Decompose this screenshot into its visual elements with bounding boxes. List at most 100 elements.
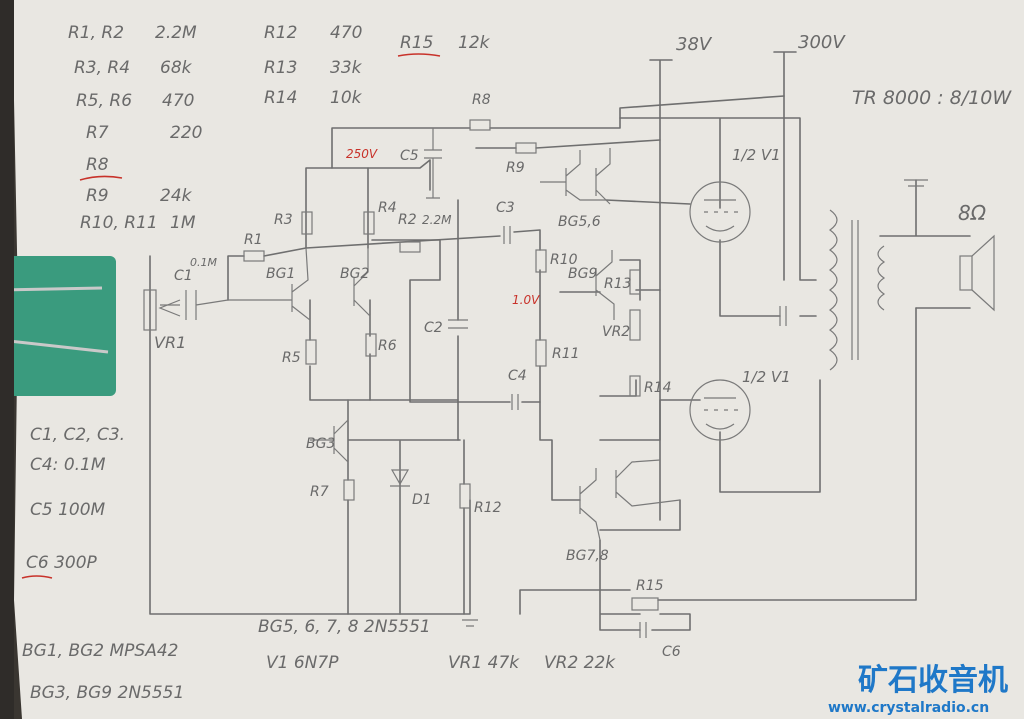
part-r3r4-name: R3, R4 <box>74 58 130 78</box>
ground-symbol-bottom <box>462 619 478 627</box>
label-r9: R9 <box>506 160 525 176</box>
rail-300v-wire <box>773 51 797 97</box>
voltage-note-1v: 1.0V <box>512 293 540 307</box>
resistor-r10 <box>535 249 547 273</box>
label-bg7-8: BG7,8 <box>566 548 609 564</box>
components <box>143 119 995 638</box>
label-v1-upper: 1/2 V1 <box>732 146 781 164</box>
part-r9-value: 24k <box>160 186 193 206</box>
tube-v1-lower <box>689 379 751 441</box>
binder-clip <box>0 0 116 719</box>
caps-value: C4: 0.1M <box>30 455 106 475</box>
label-v1-lower: 1/2 V1 <box>742 368 791 386</box>
transistor-bg1 <box>228 247 311 340</box>
resistor-r3 <box>301 211 313 235</box>
wiring <box>149 95 971 631</box>
label-c4: C4 <box>508 368 527 384</box>
part-r8-name: R8 <box>86 155 109 175</box>
c5-spec: C5 100M <box>30 500 106 520</box>
paper-sheet <box>12 0 1024 719</box>
part-r13-value: 33k <box>330 58 363 78</box>
transistor-bg2 <box>353 248 371 334</box>
part-r7-name: R7 <box>86 123 109 143</box>
label-r10: R10 <box>550 252 578 268</box>
rail-300v-label: 300V <box>798 32 846 53</box>
label-d1: D1 <box>412 492 432 508</box>
resistor-r13 <box>629 269 641 295</box>
transistor-bg7-8 <box>579 459 681 541</box>
resistor-r15 <box>631 597 659 611</box>
tube-v1-upper <box>689 181 751 243</box>
part-r13-name: R13 <box>264 58 297 78</box>
label-c6: C6 <box>662 644 681 660</box>
part-r14-value: 10k <box>330 88 363 108</box>
part-r12-value: 470 <box>330 23 362 43</box>
label-r12: R12 <box>474 500 502 516</box>
resistor-r5 <box>305 339 317 365</box>
note-bg1-2: BG1, BG2 MPSA42 <box>22 641 179 661</box>
capacitor-c6 <box>639 622 647 638</box>
part-r3r4-value: 68k <box>160 58 193 78</box>
label-r15: R15 <box>636 578 664 594</box>
note-bg5-8: BG5, 6, 7, 8 2N5551 <box>258 617 431 637</box>
resistor-r9 <box>515 142 537 154</box>
label-r1: R1 <box>244 232 263 248</box>
note-bg3-9: BG3, BG9 2N5551 <box>30 683 184 703</box>
label-bg9: BG9 <box>568 266 597 282</box>
r15-underline <box>397 53 441 57</box>
label-c1-value: 0.1M <box>190 256 217 269</box>
note-v1: V1 6N7P <box>266 653 339 673</box>
part-r12-name: R12 <box>264 23 297 43</box>
watermark-logo: 矿石收音机 www.crystalradio.cn <box>828 663 1008 716</box>
led-d1 <box>390 440 410 614</box>
resistor-r7 <box>343 479 355 501</box>
resistor-r11 <box>535 339 547 367</box>
part-r14-name: R14 <box>264 88 297 108</box>
component-labels: R8 R9 R3 R4 R2 2.2M R1 R5 R6 R7 R12 R10 … <box>154 92 987 660</box>
label-c1: C1 <box>174 268 193 284</box>
transistor-bg5-6 <box>540 148 611 205</box>
resistor-r12 <box>459 483 471 509</box>
label-r7: R7 <box>310 484 329 500</box>
watermark-title: 矿石收音机 <box>858 663 1008 698</box>
label-r5: R5 <box>282 350 301 366</box>
potentiometer-vr2 <box>629 309 641 341</box>
label-c3: C3 <box>496 200 515 216</box>
label-r2: R2 <box>398 212 417 228</box>
label-r3: R3 <box>274 212 293 228</box>
label-c2: C2 <box>424 320 443 336</box>
label-c5: C5 <box>400 148 419 164</box>
part-r1r2-value: 2.2M <box>155 23 197 43</box>
label-r4: R4 <box>378 200 397 216</box>
label-r2-value: 2.2M <box>422 213 452 227</box>
resistor-r8 <box>469 119 491 131</box>
label-bg3: BG3 <box>306 436 335 452</box>
capacitor-c2 <box>448 319 468 329</box>
resistor-r1 <box>243 250 265 262</box>
capacitor-coupling <box>779 306 787 326</box>
potentiometer-vr1 <box>143 289 157 331</box>
capacitor-c1 <box>160 290 229 320</box>
label-vr1: VR1 <box>154 333 186 352</box>
transformer-spec: TR 8000 : 8/10W <box>852 87 1012 109</box>
supply-rails: 38V 300V TR 8000 : 8/10W <box>649 32 1012 521</box>
ground-symbol-top <box>904 179 928 187</box>
voltage-note-250v: 250V <box>346 147 378 161</box>
resistor-r14 <box>629 375 641 397</box>
part-r15-name: R15 <box>400 33 433 53</box>
vr1-wiper <box>158 299 181 317</box>
part-r1r2-name: R1, R2 <box>68 23 124 43</box>
c6-underline <box>21 575 53 579</box>
r8-underline <box>79 175 123 181</box>
watermark-url: www.crystalradio.cn <box>828 700 989 716</box>
transistor-bg9 <box>595 250 615 320</box>
output-transformer <box>828 209 886 371</box>
c6-spec: C6 300P <box>26 553 98 573</box>
note-vr2: VR2 22k <box>544 653 616 673</box>
label-r8: R8 <box>472 92 491 108</box>
capacitor-c4 <box>511 394 519 410</box>
caps-names: C1, C2, C3. <box>30 425 125 445</box>
part-r5r6-name: R5, R6 <box>76 91 132 111</box>
speaker-label: 8Ω <box>958 201 987 225</box>
label-bg2: BG2 <box>340 266 369 282</box>
